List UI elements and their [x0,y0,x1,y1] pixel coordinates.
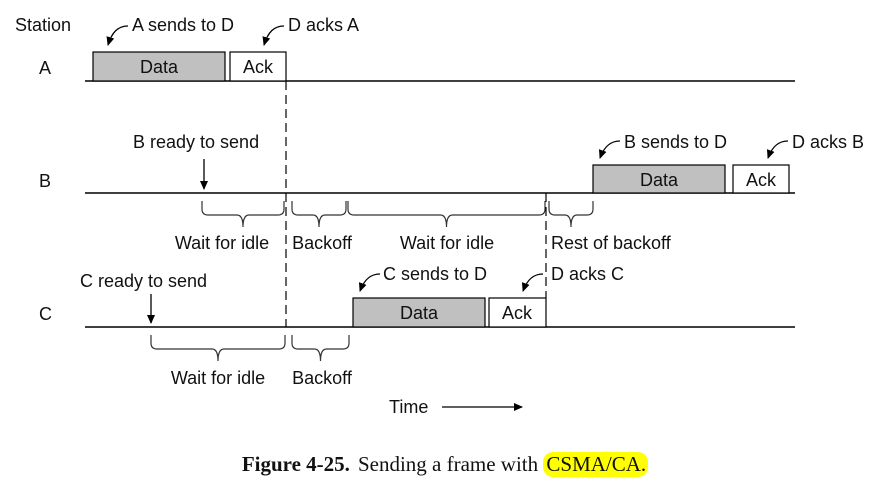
station-c-ack-label: Ack [502,303,533,323]
station-b-ack-label: Ack [746,170,777,190]
c-interval-wait-idle: Wait for idle [171,368,265,388]
annotation-d-acks-c: D acks C [551,264,624,284]
time-axis-label: Time [389,397,428,417]
station-c-data-label: Data [400,303,439,323]
b-interval-wait-idle-1: Wait for idle [175,233,269,253]
curved-arrow-icon [766,140,789,159]
c-interval-backoff: Backoff [292,368,353,388]
station-label-b: B [39,171,51,191]
station-a-data-label: Data [140,57,179,77]
csma-ca-timing-diagram: Station A Data Ack A sends to D D acks A… [15,15,864,417]
annotation-d-acks-b: D acks B [792,132,864,152]
c-ready-label: C ready to send [80,271,207,291]
interval-braces-b [201,201,594,228]
figure-number: Figure 4-25. [241,452,350,476]
brace-icon [548,201,594,228]
brace-icon [201,201,285,228]
figure-caption: Figure 4-25. Sending a frame with CSMA/CA… [0,452,890,477]
curved-arrow-icon [262,25,285,46]
b-interval-backoff: Backoff [292,233,353,253]
annotation-b-sends: B sends to D [624,132,727,152]
brace-icon [291,201,347,228]
station-a-ack-frame [229,51,287,82]
interval-braces-c [150,335,350,362]
caption-text: Sending a frame with [357,452,539,476]
curved-arrow-icon [106,25,129,46]
station-a-ack-label: Ack [243,57,274,77]
brace-icon [291,335,350,362]
station-c-data-frame [352,297,486,328]
brace-icon [150,335,286,362]
station-a-data-frame [92,51,226,82]
brace-icon [347,201,546,228]
station-b-data-frame [592,164,726,194]
station-label-a: A [39,58,51,78]
curved-arrow-icon [358,273,381,292]
annotation-d-acks-a: D acks A [288,15,359,35]
curved-arrow-icon [598,140,621,159]
station-header: Station [15,15,71,35]
b-ready-label: B ready to send [133,132,259,152]
b-interval-rest-of-backoff: Rest of backoff [551,233,672,253]
highlighted-text: CSMA/CA. [543,452,649,477]
station-c-ack-frame [488,297,547,328]
curved-arrow-icon [521,273,544,292]
station-label-c: C [39,304,52,324]
b-interval-wait-idle-2: Wait for idle [400,233,494,253]
annotation-a-sends: A sends to D [132,15,234,35]
station-b-ack-frame [732,164,790,194]
station-b-data-label: Data [640,170,679,190]
annotation-c-sends: C sends to D [383,264,487,284]
